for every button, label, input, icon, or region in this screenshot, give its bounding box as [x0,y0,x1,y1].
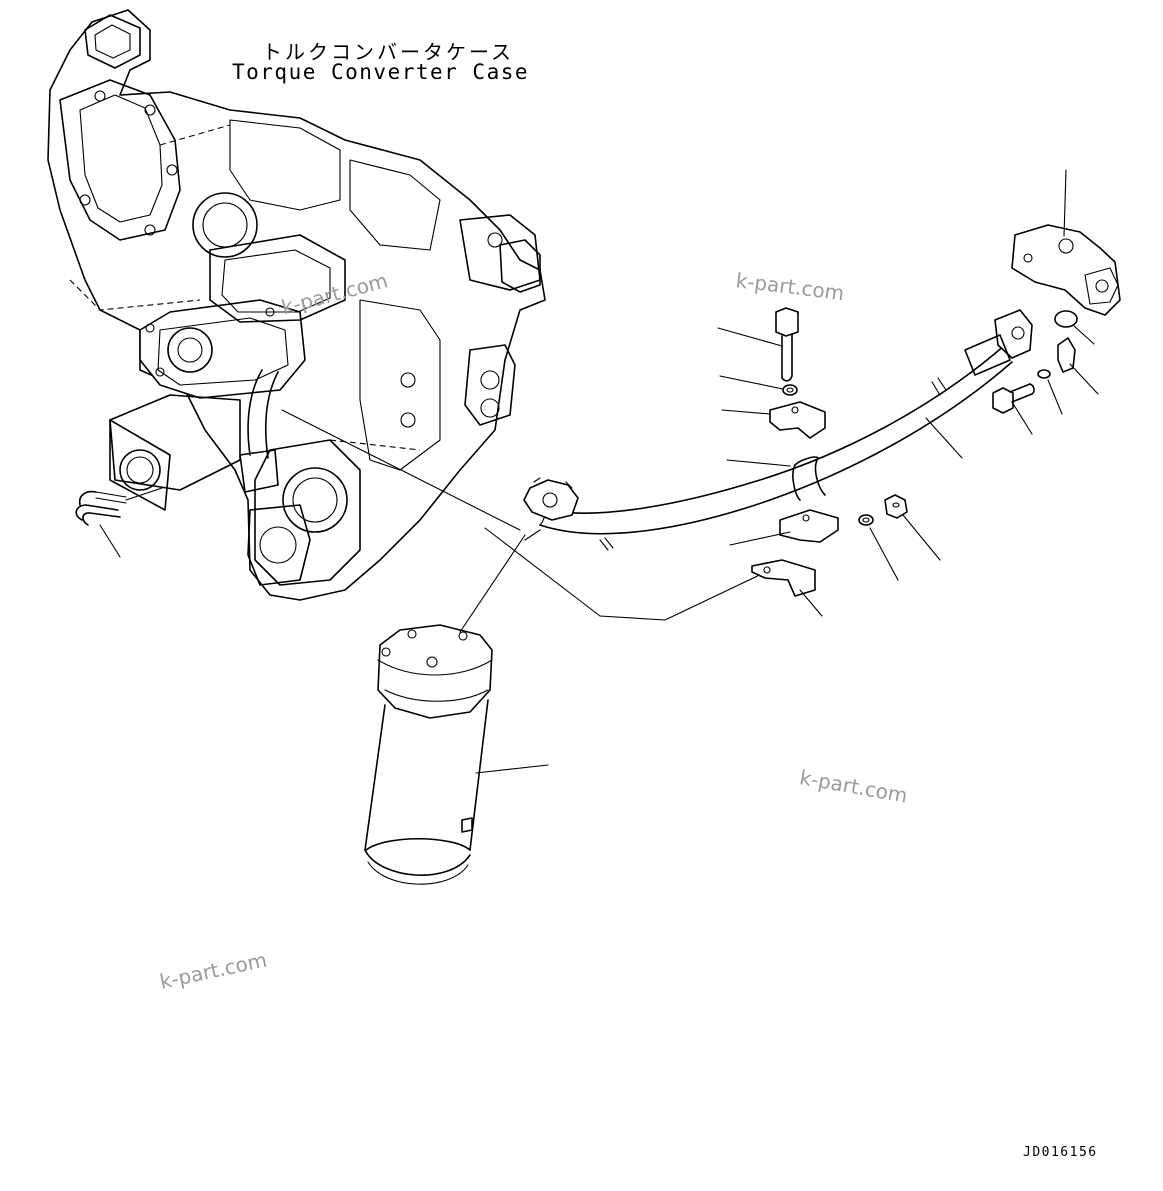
leader-line [726,459,791,467]
leader-line [524,529,541,541]
drawing-code: JD016156 [1023,1145,1098,1160]
caption-japanese: トルクコンバータケース [262,40,514,64]
u-bolt-part [75,490,127,558]
filter-assembly [364,534,549,885]
leader-line [281,409,521,531]
lock-washer-part [858,514,899,581]
right-side-small-parts [1037,310,1099,415]
bracket-part [751,559,823,617]
torque-converter-case [47,9,546,601]
leader-line [599,569,771,621]
hose-assembly [523,309,1033,551]
flange-bolt-part [992,383,1035,435]
clamp-upper-part [721,401,826,439]
nut-part [884,494,941,561]
leader-line [125,487,163,501]
caption-english: Torque Converter Case [232,60,530,84]
leader-line [925,417,963,459]
clamp-lower-part [729,509,839,546]
bolt-part [717,307,799,382]
leader-line [484,527,601,617]
valve-block-part [1011,169,1121,316]
washer-part [719,375,798,396]
